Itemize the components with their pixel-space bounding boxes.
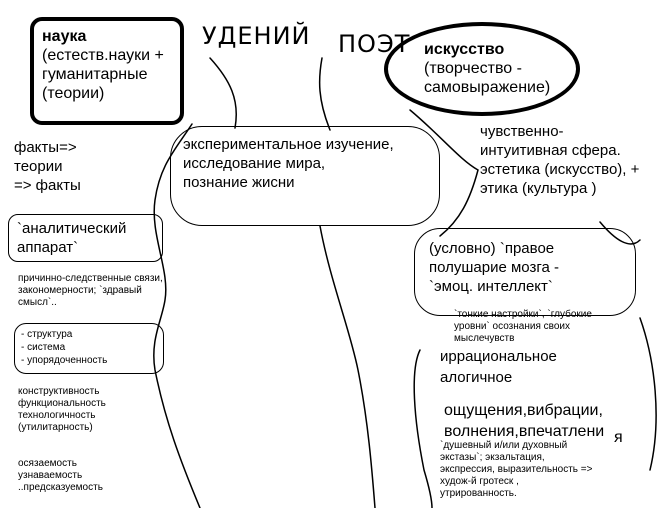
- science-desc-line-2: гуманитарные: [42, 66, 148, 83]
- fine-tuning-block: `тонкие настройки`, `глубокие уровни` ос…: [454, 309, 592, 345]
- cognizable-line-1: осязаемость: [18, 458, 77, 469]
- facts-block: факты=> теории => факты: [14, 138, 81, 195]
- science-box: наука (естеств.науки + гуманитарные (тео…: [30, 17, 184, 125]
- cognizable-block: осязаемость узнаваемость ..предсказуемос…: [18, 458, 103, 494]
- sensory-line-2: интуитивная сфера.: [480, 142, 621, 159]
- fine-tuning-line-3: мыслечувств: [454, 333, 515, 344]
- research-box: экспериментальное изучение, исследование…: [170, 126, 440, 226]
- ecstasy-line-3: экспрессия, выразительность =>: [440, 464, 593, 475]
- fine-tuning-line-1: `тонкие настройки`, `глубокие: [454, 309, 592, 320]
- sensations-line-2: волнения,впечатлени: [444, 423, 605, 440]
- lower-center-line: [319, 225, 376, 508]
- handwritten-word-left: УДЕНИЙ: [202, 22, 311, 50]
- analytic-box: `аналитический аппарат`: [8, 214, 163, 262]
- constructive-line-2: функциональность: [18, 398, 106, 409]
- art-title: искусство: [424, 41, 505, 58]
- center-neck-right: [318, 57, 331, 131]
- causal-line-1: причинно-следственные связи,: [18, 273, 163, 284]
- art-desc-line-1: (творчество -: [424, 60, 522, 77]
- research-line-3: познание жисни: [183, 174, 295, 191]
- sensations-block: ощущения,вибрации, волнения,впечатлени: [444, 400, 604, 442]
- research-line-2: исследование мира,: [183, 155, 326, 172]
- science-desc-line-1: (естеств.науки +: [42, 47, 164, 64]
- analytic-line-1: `аналитический: [17, 220, 127, 237]
- sensations-line-1: ощущения,вибрации,: [444, 402, 603, 419]
- brain-line-1: (условно) `правое: [429, 240, 555, 257]
- constructive-line-1: конструктивность: [18, 386, 100, 397]
- facts-line-2: теории: [14, 158, 63, 175]
- facts-line-1: факты=>: [14, 139, 77, 156]
- ecstasy-line-4: худож-й гротеск ,: [440, 476, 519, 487]
- left-figure-outline: [153, 123, 201, 508]
- structure-box: - структура - система - упорядоченность: [14, 323, 164, 374]
- causal-block: причинно-следственные связи, закономерно…: [18, 273, 163, 309]
- ecstasy-line-2: экстазы`; экзальтация,: [440, 452, 545, 463]
- science-title: наука: [42, 28, 87, 45]
- sensations-line-3: я: [614, 429, 623, 446]
- irrational-line-2: алогичное: [440, 369, 513, 386]
- research-line-1: экспериментальное изучение,: [183, 136, 394, 153]
- structure-line-2: - система: [21, 342, 66, 353]
- structure-line-1: - структура: [21, 329, 73, 340]
- constructive-line-4: (утилитарность): [18, 422, 93, 433]
- cognizable-line-2: узнаваемость: [18, 470, 83, 481]
- sensory-line-4: этика (культура ): [480, 180, 597, 197]
- cognizable-line-3: ..предсказуемость: [18, 482, 103, 493]
- facts-line-3: => факты: [14, 177, 81, 194]
- brain-box: (условно) `правое полушарие мозга - `эмо…: [414, 228, 636, 316]
- sensory-block: чувственно- интуитивная сфера. эстетика …: [480, 122, 639, 198]
- art-oval: искусство (творчество - самовыражение): [384, 22, 580, 116]
- brain-line-2: полушарие мозга -: [429, 259, 560, 276]
- analytic-line-2: аппарат`: [17, 239, 79, 256]
- causal-line-2: закономерности; `здравый: [18, 285, 142, 296]
- structure-line-3: - упорядоченность: [21, 355, 108, 366]
- sensory-line-1: чувственно-: [480, 123, 564, 140]
- right-edge-curve: [639, 317, 657, 471]
- ecstasy-line-5: утрированность.: [440, 488, 517, 499]
- center-neck-left: [209, 57, 237, 129]
- irrational-line-1: иррациональное: [440, 348, 557, 365]
- constructive-line-3: технологичность: [18, 410, 96, 421]
- right-bracket-curve: [413, 349, 433, 508]
- ecstasy-line-1: `душевный и/или духовный: [440, 440, 568, 451]
- brain-line-3: `эмоц. интеллект`: [429, 278, 553, 295]
- fine-tuning-line-2: уровни` осознания своих: [454, 321, 570, 332]
- constructive-block: конструктивность функциональность технол…: [18, 386, 106, 434]
- causal-line-3: смысл`..: [18, 297, 57, 308]
- ecstasy-block: `душевный и/или духовный экстазы`; экзал…: [440, 440, 592, 500]
- art-desc-line-2: самовыражение): [424, 79, 551, 96]
- irrational-block: иррациональное алогичное: [440, 346, 557, 388]
- right-figure-outline: [409, 109, 479, 237]
- sensory-line-3: эстетика (искусство), +: [480, 161, 640, 178]
- science-desc-line-3: (теории): [42, 85, 105, 102]
